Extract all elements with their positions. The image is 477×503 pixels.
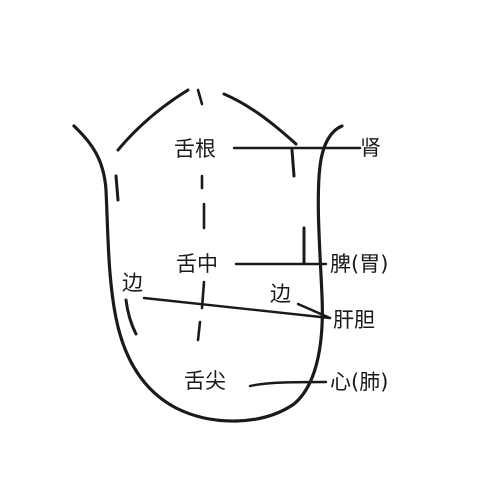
back-dash-left	[116, 88, 190, 152]
midline-dash-4	[196, 320, 202, 342]
label-kidney: 肾	[360, 136, 381, 160]
label-tongue-root: 舌根	[174, 137, 216, 161]
inner-edge-right-upper	[290, 148, 296, 178]
leader-tip-to-heart	[248, 380, 328, 388]
label-spleen-stomach: 脾(胃)	[330, 252, 388, 276]
label-edge-right: 边	[270, 282, 291, 306]
label-liver-gallbladder: 肝胆	[333, 308, 375, 332]
back-dash-right	[222, 92, 298, 146]
label-heart-lung: 心(肺)	[330, 370, 388, 394]
label-tongue-middle: 舌中	[176, 252, 218, 276]
inner-edge-left-upper	[114, 174, 120, 202]
leader-edge-left-to-liver	[142, 296, 332, 320]
leader-edge-right-to-liver	[296, 302, 332, 320]
inner-edge-left-lower	[124, 298, 138, 336]
back-dash-top	[196, 88, 204, 106]
label-tongue-tip: 舌尖	[184, 369, 226, 393]
label-edge-left: 边	[122, 271, 143, 295]
tongue-outline	[72, 124, 344, 423]
